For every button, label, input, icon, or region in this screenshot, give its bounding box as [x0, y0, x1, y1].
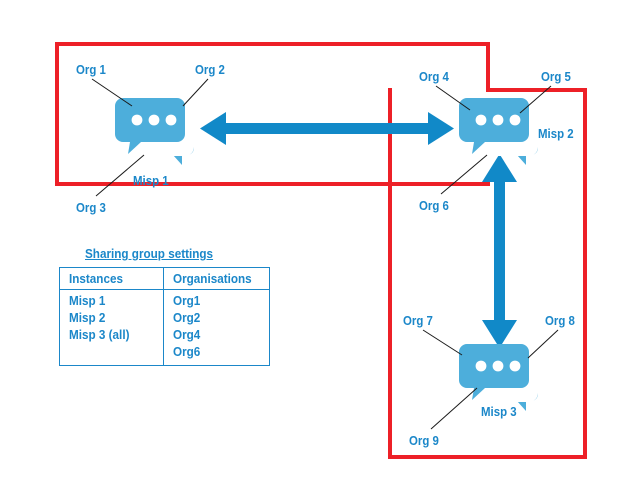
cell-organisations: Org1 Org2 Org4 Org6: [163, 289, 270, 366]
org-label-org3: Org 3: [76, 200, 106, 215]
org-label-org8: Org 8: [545, 313, 575, 328]
org-label-org4: Org 4: [419, 69, 449, 84]
table-row: Misp 1 Misp 2 Misp 3 (all) Org1 Org2 Org…: [59, 289, 270, 366]
table-header-row: Instances Organisations: [59, 267, 270, 290]
instance-entry: Misp 3 (all): [69, 327, 130, 342]
chat-bubbles-icon-misp2: [457, 96, 543, 166]
instance-label-misp3: Misp 3: [481, 404, 517, 419]
column-header-organisations: Organisations: [163, 267, 270, 290]
org-label-org2: Org 2: [195, 62, 225, 77]
instance-entry: Misp 1: [69, 293, 106, 308]
org-label-org9: Org 9: [409, 433, 439, 448]
organisation-entry: Org1: [173, 293, 201, 308]
cell-instances: Misp 1 Misp 2 Misp 3 (all): [59, 289, 164, 366]
organisation-entry: Org4: [173, 327, 201, 342]
sharing-group-settings: Sharing group settings Instances Organis…: [59, 246, 270, 366]
chat-bubbles-icon-misp3: [457, 342, 543, 412]
instance-label-misp2: Misp 2: [538, 126, 574, 141]
table-title: Sharing group settings: [85, 246, 214, 261]
org-label-org1: Org 1: [76, 62, 106, 77]
org-label-org6: Org 6: [419, 198, 449, 213]
arrow-misp1-misp2: [200, 112, 454, 145]
instance-label-misp1: Misp 1: [133, 173, 169, 188]
instance-entry: Misp 2: [69, 310, 106, 325]
organisation-entry: Org6: [173, 344, 201, 359]
chat-bubbles-icon-misp1: [113, 96, 199, 166]
arrow-misp2-misp3: [482, 154, 517, 348]
org-label-org7: Org 7: [403, 313, 433, 328]
column-header-instances: Instances: [59, 267, 164, 290]
org-label-org5: Org 5: [541, 69, 571, 84]
red-group-box-right: [388, 88, 587, 459]
organisation-entry: Org2: [173, 310, 201, 325]
sharing-group-table: Instances Organisations Misp 1 Misp 2 Mi…: [59, 267, 270, 366]
